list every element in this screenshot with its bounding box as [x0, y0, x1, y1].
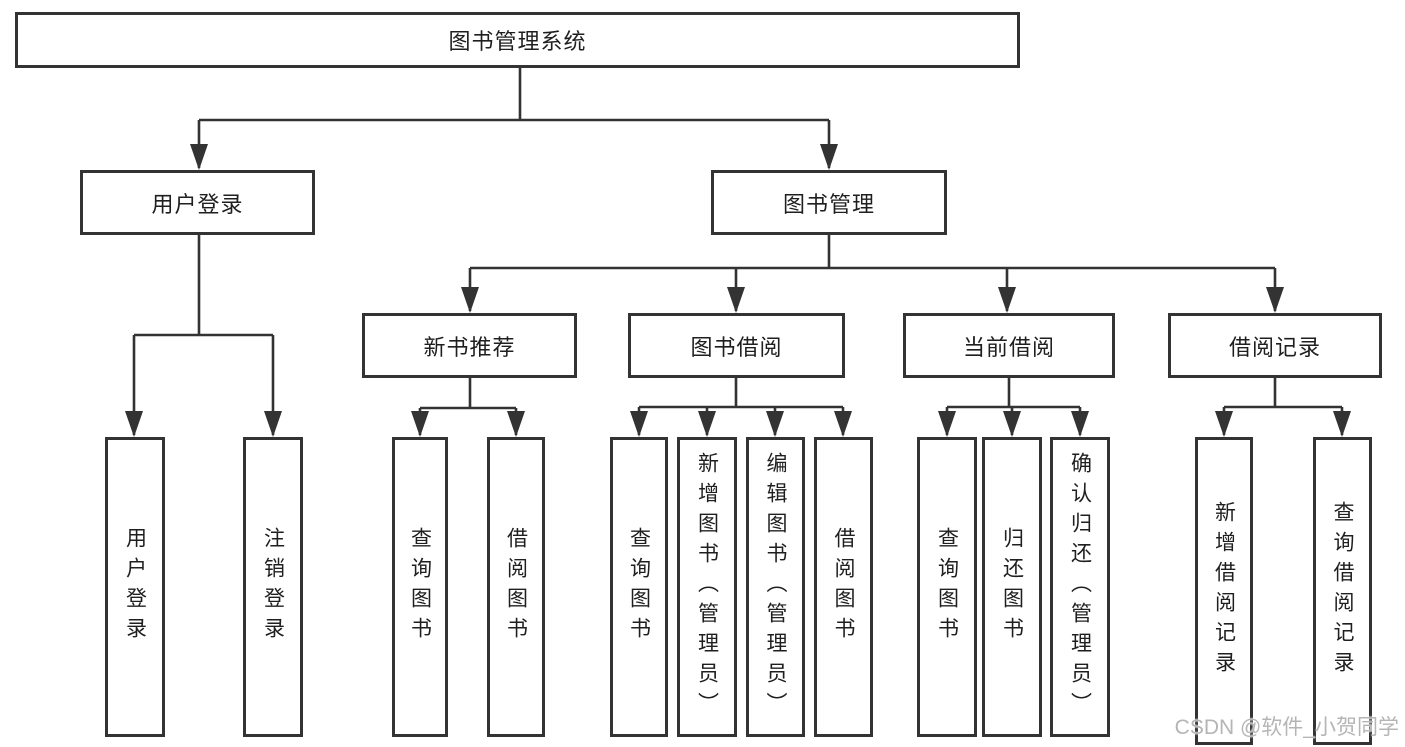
node-root-label: 图书管理系统 — [448, 29, 587, 54]
arrowheads — [125, 144, 1351, 437]
leaf-add-book-admin-label: 新增图书（管理员） — [695, 452, 719, 722]
connector-new-book-recommend-to-leaves — [418, 378, 518, 435]
node-current-borrow: 当前借阅 — [903, 313, 1115, 378]
leaf-borrow-books-recommend-label: 借阅图书 — [504, 527, 528, 647]
node-new-book-recommend-label: 新书推荐 — [423, 334, 516, 360]
leaf-logout-label: 注销登录 — [261, 527, 285, 647]
leaf-query-books-current: 查询图书 — [917, 437, 977, 737]
leaf-edit-book-admin-label: 编辑图书（管理员） — [764, 452, 787, 722]
node-new-book-recommend: 新书推荐 — [362, 313, 577, 378]
connector-book-management-to-level3 — [468, 235, 1277, 311]
leaf-confirm-return-admin-label: 确认归还（管理员） — [1068, 452, 1092, 722]
leaf-borrow-books: 借阅图书 — [814, 437, 873, 737]
node-current-borrow-label: 当前借阅 — [962, 334, 1055, 360]
leaf-add-borrow-record: 新增借阅记录 — [1195, 437, 1253, 745]
node-borrow-records: 借阅记录 — [1168, 313, 1382, 378]
connector-borrow-records-to-leaves — [1222, 378, 1344, 435]
leaf-add-borrow-record-label: 新增借阅记录 — [1212, 501, 1236, 681]
leaf-query-books-recommend-label: 查询图书 — [408, 527, 432, 647]
node-book-management-label: 图书管理 — [782, 191, 875, 217]
leaf-borrow-books-label: 借阅图书 — [832, 527, 855, 647]
node-book-borrow: 图书借阅 — [628, 313, 845, 378]
node-user-login: 用户登录 — [80, 170, 315, 235]
node-borrow-records-label: 借阅记录 — [1228, 334, 1321, 360]
leaf-logout: 注销登录 — [243, 437, 303, 737]
leaf-query-borrow-record-label: 查询借阅记录 — [1331, 501, 1354, 681]
node-user-login-label: 用户登录 — [151, 191, 244, 217]
leaf-query-borrow-record: 查询借阅记录 — [1313, 437, 1372, 745]
connector-book-borrow-to-leaves — [637, 378, 845, 435]
csdn-watermark: CSDN @软件_小贺同学 — [1174, 716, 1399, 739]
leaf-query-books-borrow-label: 查询图书 — [627, 527, 651, 647]
leaf-return-books: 归还图书 — [982, 437, 1042, 737]
leaf-edit-book-admin: 编辑图书（管理员） — [746, 437, 805, 737]
leaf-add-book-admin: 新增图书（管理员） — [677, 437, 737, 737]
connector-root-to-level2 — [197, 68, 831, 168]
connector-user-login-to-leaves — [132, 235, 275, 435]
leaf-confirm-return-admin: 确认归还（管理员） — [1050, 437, 1110, 737]
leaf-return-books-label: 归还图书 — [1000, 527, 1024, 647]
node-book-borrow-label: 图书借阅 — [690, 334, 783, 360]
node-book-management: 图书管理 — [711, 170, 947, 235]
leaf-borrow-books-recommend: 借阅图书 — [487, 437, 545, 737]
leaf-user-login-label: 用户登录 — [123, 527, 147, 647]
leaf-query-books-borrow: 查询图书 — [610, 437, 668, 737]
node-root: 图书管理系统 — [15, 12, 1020, 68]
leaf-query-books-current-label: 查询图书 — [935, 527, 959, 647]
leaf-query-books-recommend: 查询图书 — [392, 437, 448, 737]
leaf-user-login: 用户登录 — [105, 437, 165, 737]
